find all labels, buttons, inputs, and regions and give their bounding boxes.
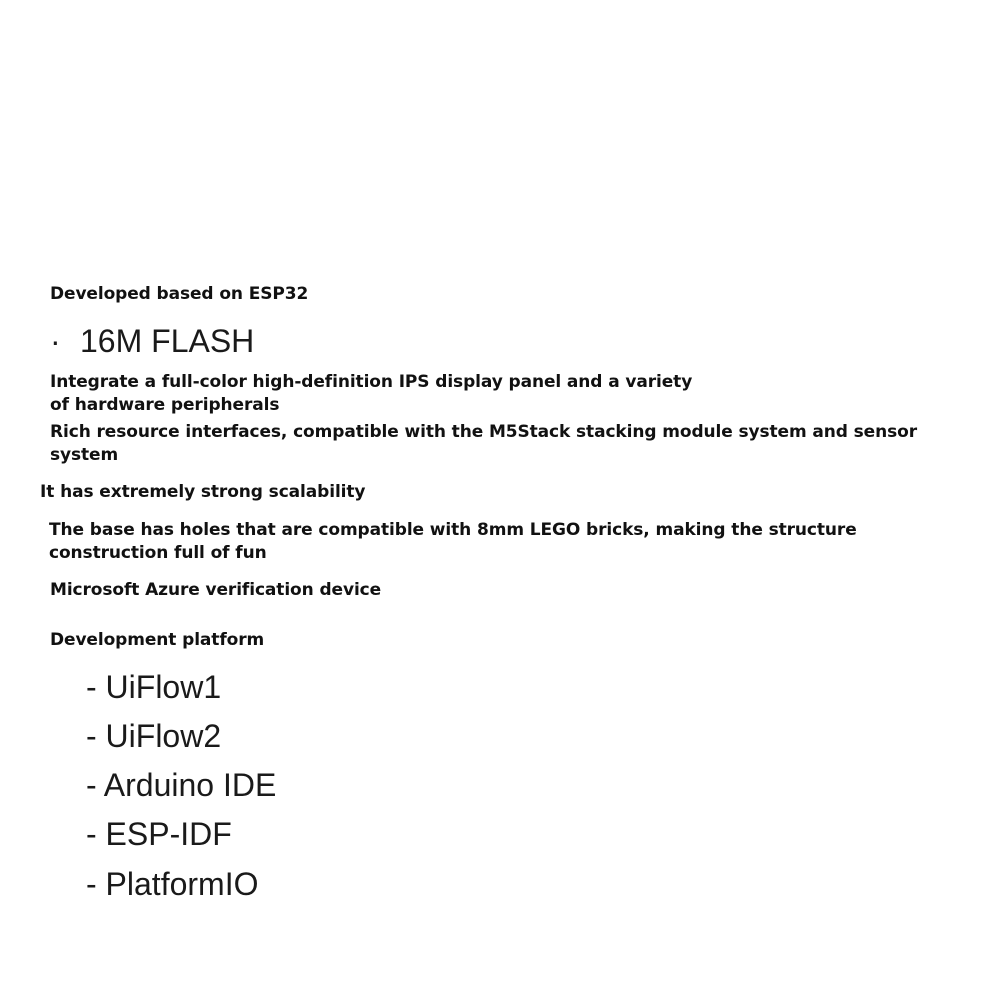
feature-scalability: It has extremely strong scalability: [40, 482, 366, 502]
platform-item-esp-idf: - ESP-IDF: [86, 816, 232, 852]
feature-lego-line-2: construction full of fun: [49, 543, 267, 563]
feature-display-line-2: of hardware peripherals: [50, 395, 280, 415]
bullet-dot-icon: ·: [50, 323, 61, 359]
platform-item-arduino-ide: - Arduino IDE: [86, 767, 277, 803]
feature-flash-text: 16M FLASH: [80, 323, 255, 359]
feature-interfaces-line-2: system: [50, 445, 119, 465]
platform-item-uiflow1: - UiFlow1: [86, 669, 222, 705]
feature-esp32: Developed based on ESP32: [50, 284, 309, 304]
feature-azure: Microsoft Azure verification device: [50, 580, 382, 600]
feature-interfaces-line-1: Rich resource interfaces, compatible wit…: [50, 422, 917, 442]
feature-lego-line-1: The base has holes that are compatible w…: [49, 520, 857, 540]
platform-heading: Development platform: [50, 630, 265, 650]
platform-item-uiflow2: - UiFlow2: [86, 718, 222, 754]
platform-item-platformio: - PlatformIO: [86, 866, 259, 902]
feature-display-line-1: Integrate a full-color high-definition I…: [50, 372, 693, 392]
